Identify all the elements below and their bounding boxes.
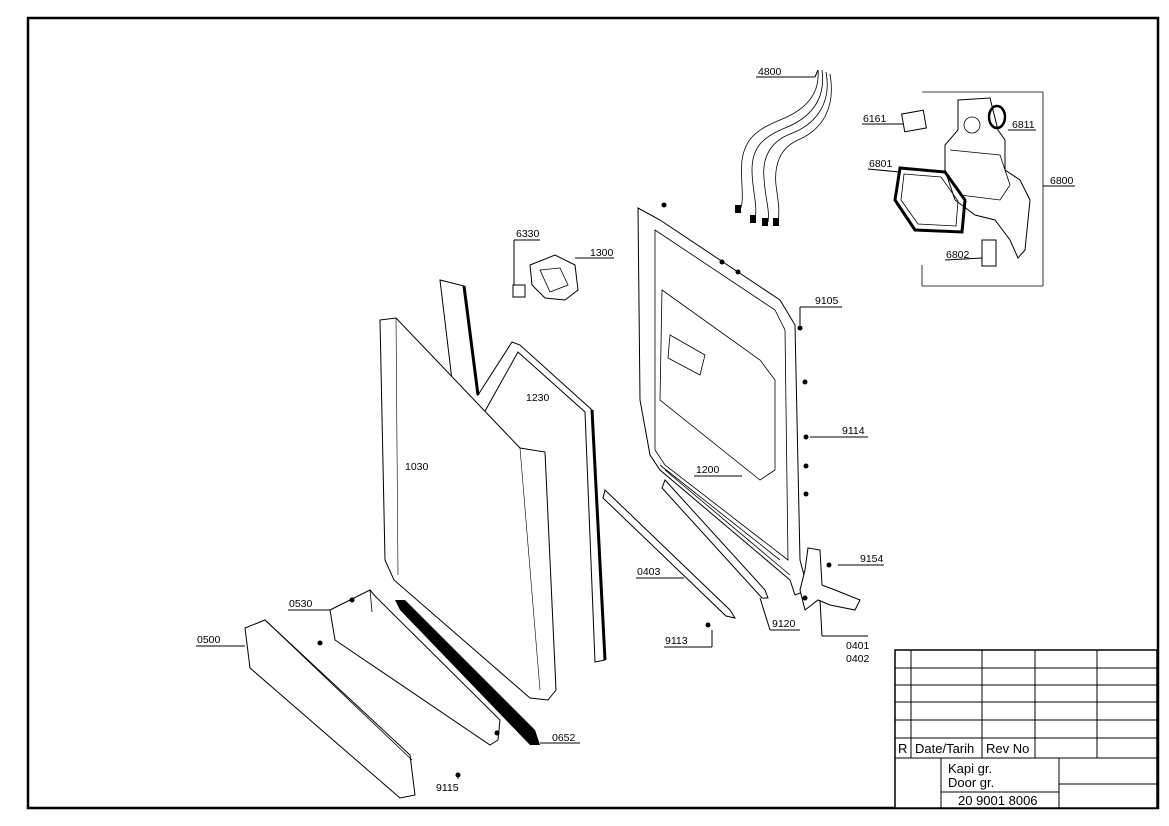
strip-0403 [602,489,737,619]
title-block-date-label: Date/Tarih [915,741,974,756]
label-1200: 1200 [696,464,720,476]
label-9113: 9113 [665,635,688,647]
label-9154: 9154 [860,553,884,565]
title-block-title-tr: Kapi gr. [948,761,992,776]
label-1230: 1230 [526,392,550,404]
label-6161: 6161 [863,113,887,125]
label-9115: 9115 [436,782,459,794]
screws [317,202,832,778]
leader-lines [196,69,1075,779]
label-6811: 6811 [1012,119,1035,131]
label-9120: 9120 [772,618,796,630]
hinge-bracket [799,547,861,611]
strip-9120 [661,479,769,599]
dispenser-assembly [893,91,1044,287]
label-0401: 0401 [846,640,870,652]
wiring-harness [735,69,832,226]
label-6802: 6802 [946,249,970,261]
label-0530: 0530 [289,598,313,610]
seal-0652 [395,600,540,745]
trim-0530 [329,589,501,746]
door-lock [512,254,579,301]
label-6800: 6800 [1050,175,1074,187]
label-0500: 0500 [197,634,221,646]
title-block-rev-letter: R [898,741,907,756]
label-4800: 4800 [758,66,782,78]
label-1300: 1300 [590,247,614,259]
outer-door-panel-1030 [379,317,557,701]
title-block-drawing-no: 20 9001 8006 [958,793,1038,808]
label-0402: 0402 [846,653,870,665]
title-block: R Date/Tarih Rev No Kapi gr. Door gr. 20… [894,649,1158,809]
label-9114: 9114 [842,425,865,437]
part-labels: 4800 6161 6811 6801 6800 6802 6330 1300 … [197,66,1074,794]
label-0652: 0652 [552,732,576,744]
label-9105: 9105 [815,295,839,307]
inner-door-1200 [637,207,809,596]
label-6801: 6801 [869,158,893,170]
title-block-title-en: Door gr. [948,775,994,790]
label-1030: 1030 [405,461,429,473]
label-0403: 0403 [637,566,661,578]
title-block-rev-no-label: Rev No [986,741,1029,756]
drawing-frame [26,16,1160,810]
label-6330: 6330 [516,228,540,240]
